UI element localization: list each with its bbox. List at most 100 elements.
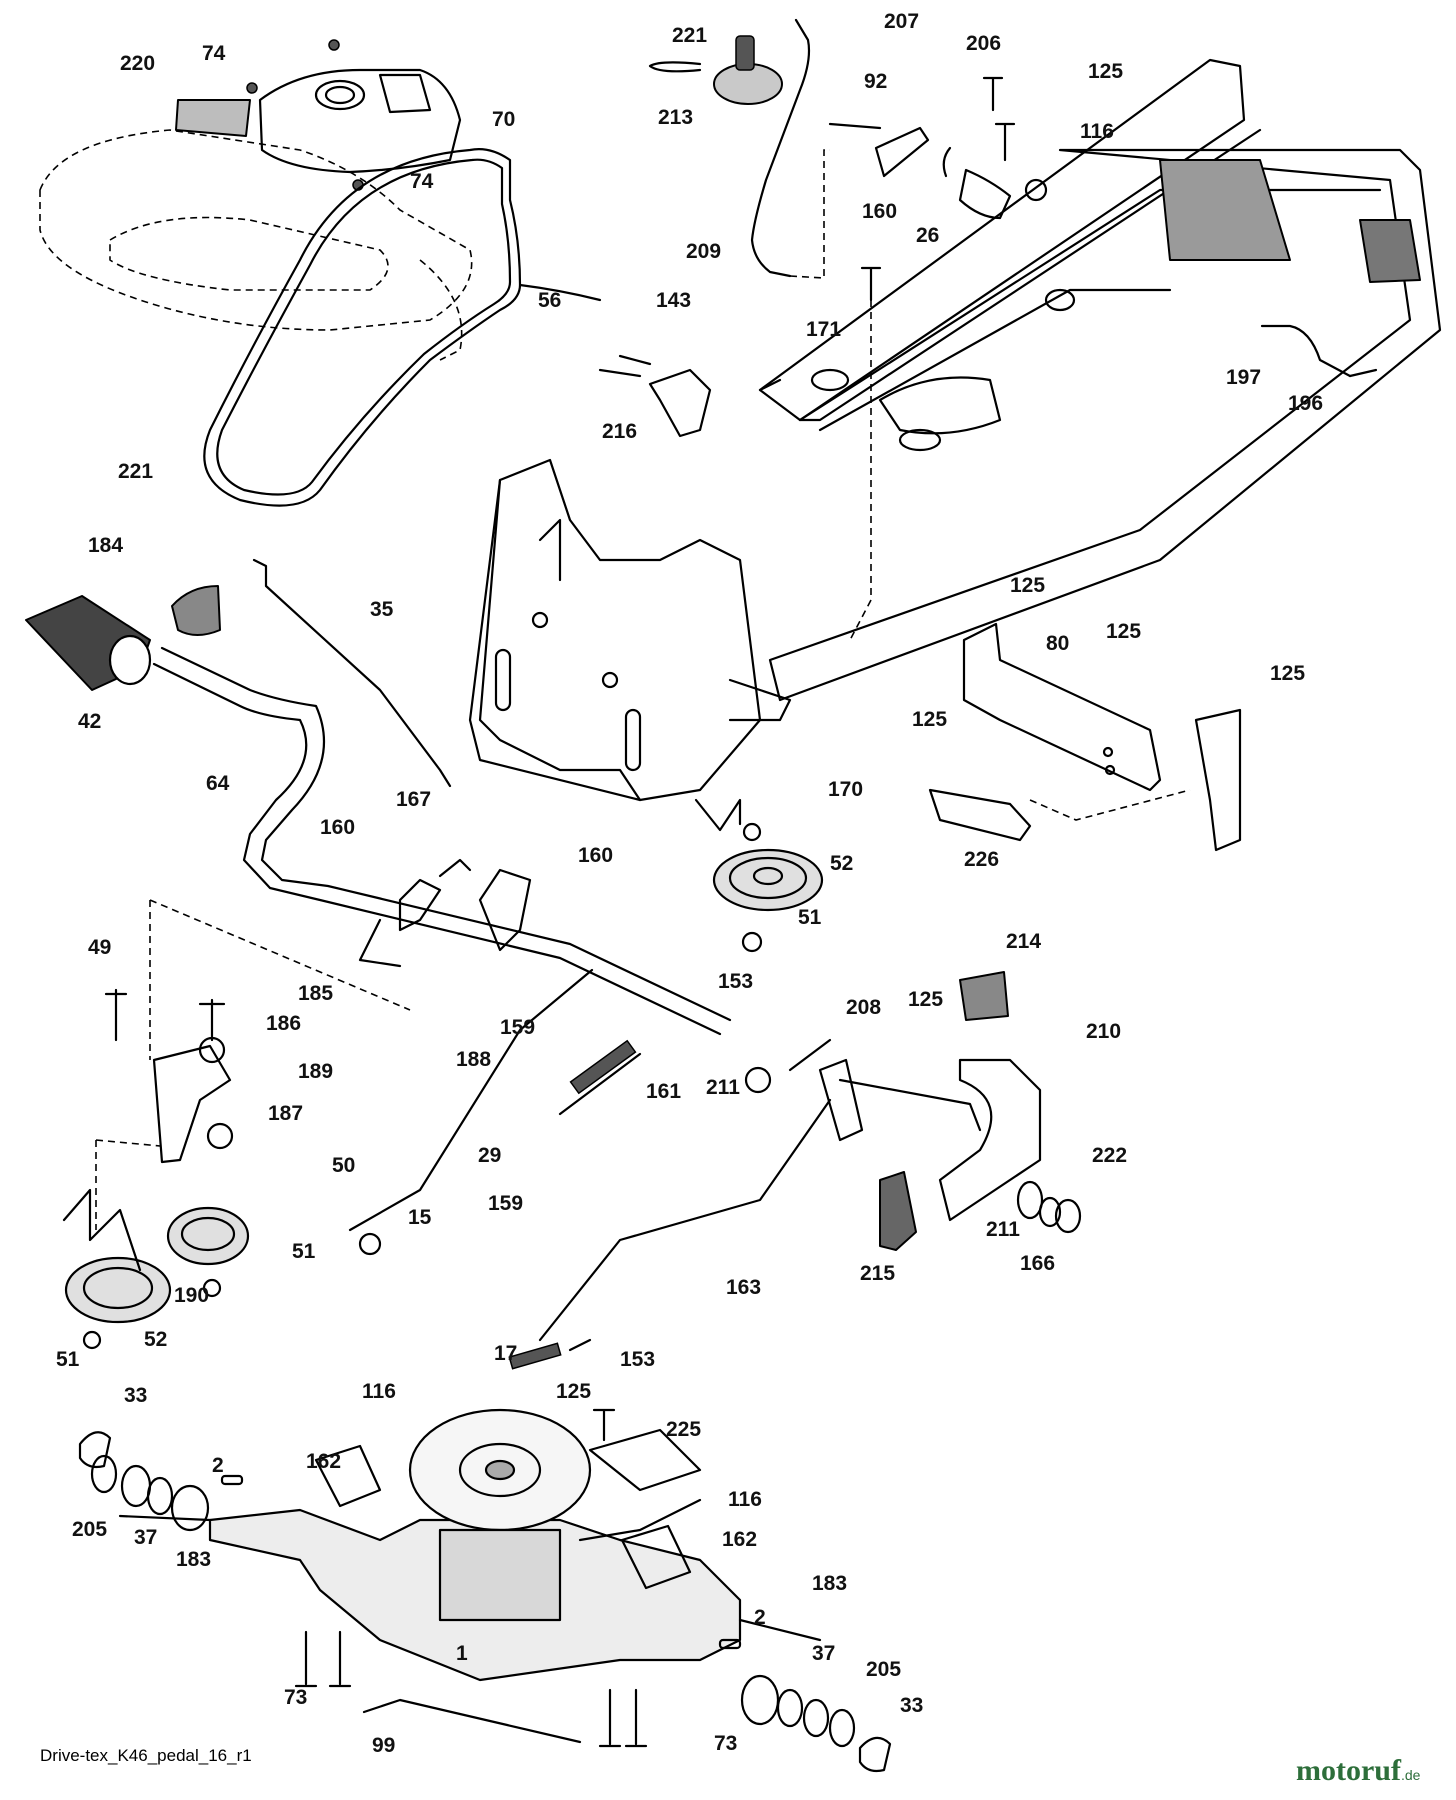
idler-arm-189 <box>104 988 234 1164</box>
callout-153: 153 <box>718 970 753 993</box>
callout-116: 116 <box>728 1488 762 1511</box>
pulley-50 <box>166 1206 250 1298</box>
callout-42: 42 <box>78 710 101 733</box>
front-plate <box>468 458 792 802</box>
callout-37: 37 <box>134 1526 157 1549</box>
callout-116: 116 <box>1080 120 1114 143</box>
callout-74: 74 <box>202 42 226 65</box>
callout-143: 143 <box>656 289 691 312</box>
callout-33: 33 <box>124 1384 147 1407</box>
bracket-80 <box>962 622 1242 852</box>
spring-170 <box>694 798 762 842</box>
callout-171: 171 <box>806 318 841 341</box>
callout-221: 221 <box>118 460 153 483</box>
callout-166: 166 <box>1020 1252 1055 1275</box>
callout-35: 35 <box>370 598 394 621</box>
pedal-clip-215 <box>879 1171 917 1251</box>
hub-parts-left <box>78 1431 244 1532</box>
callout-49: 49 <box>88 936 111 959</box>
transaxle-1 <box>118 1408 822 1682</box>
callout-190: 190 <box>174 1284 209 1307</box>
callout-26: 26 <box>916 224 939 247</box>
callout-160: 160 <box>578 844 613 867</box>
callout-56: 56 <box>538 289 561 312</box>
callout-183: 183 <box>176 1548 211 1571</box>
lever-209 <box>750 18 830 279</box>
callout-125: 125 <box>1106 620 1141 643</box>
callout-125: 125 <box>908 988 943 1011</box>
dashed-guides <box>95 899 411 1230</box>
bolt-171 <box>849 266 882 641</box>
callout-225: 225 <box>666 1418 701 1441</box>
callout-215: 215 <box>860 1262 895 1285</box>
bracket-167 <box>358 858 532 968</box>
bolts-125-top <box>982 76 1016 162</box>
callout-17: 17 <box>494 1342 517 1365</box>
callout-188: 188 <box>456 1048 491 1071</box>
bracket-208 <box>744 1038 864 1142</box>
mount-162-left <box>314 1444 382 1508</box>
pad-214 <box>959 971 1009 1021</box>
callout-116: 116 <box>362 1380 396 1403</box>
hairpin-221 <box>648 61 702 73</box>
callout-125: 125 <box>1088 60 1123 83</box>
rod-163 <box>538 1098 832 1342</box>
callout-1: 1 <box>456 1642 468 1665</box>
callout-70: 70 <box>492 108 515 131</box>
chassis-frame <box>758 58 1442 702</box>
mount-162-right <box>620 1524 692 1590</box>
cap-184 <box>171 585 221 636</box>
callout-2: 2 <box>212 1454 224 1477</box>
pedal-210 <box>838 1058 1042 1222</box>
callout-205: 205 <box>866 1658 901 1681</box>
callout-196: 196 <box>1288 392 1323 415</box>
callout-211: 211 <box>986 1218 1020 1241</box>
callout-222: 222 <box>1092 1144 1127 1167</box>
callout-51: 51 <box>56 1348 80 1371</box>
callout-73: 73 <box>284 1686 307 1709</box>
callout-125: 125 <box>556 1380 591 1403</box>
pulley-52-upper <box>712 848 824 953</box>
callout-185: 185 <box>298 982 333 1005</box>
bracket-216 <box>598 354 712 438</box>
drive-belt-56 <box>203 148 602 507</box>
washers-211-166 <box>1016 1180 1082 1234</box>
callout-51: 51 <box>798 906 822 929</box>
bolts-73 <box>294 1630 648 1748</box>
pulley-52-lower <box>64 1256 172 1350</box>
callout-214: 214 <box>1006 930 1041 953</box>
spring-190 <box>62 1188 142 1272</box>
callout-216: 216 <box>602 420 637 443</box>
callout-160: 160 <box>862 200 897 223</box>
callout-161: 161 <box>646 1080 681 1103</box>
callout-74: 74 <box>410 170 434 193</box>
callout-80: 80 <box>1046 632 1069 655</box>
callout-186: 186 <box>266 1012 301 1035</box>
callout-226: 226 <box>964 848 999 871</box>
callout-51: 51 <box>292 1240 316 1263</box>
bracket-207 <box>828 122 1048 220</box>
callout-125: 125 <box>1270 662 1305 685</box>
callout-205: 205 <box>72 1518 107 1541</box>
knob-213 <box>713 35 783 105</box>
callout-92: 92 <box>864 70 887 93</box>
callout-160: 160 <box>320 816 355 839</box>
callout-125: 125 <box>912 708 947 731</box>
callout-33: 33 <box>900 1694 923 1717</box>
callout-52: 52 <box>830 852 853 875</box>
callout-184: 184 <box>88 534 123 557</box>
callout-170: 170 <box>828 778 863 801</box>
lever-197 <box>1260 324 1378 378</box>
bracket-225 <box>588 1408 702 1492</box>
callout-162: 162 <box>306 1450 341 1473</box>
callout-189: 189 <box>298 1060 333 1083</box>
diagram-caption: Drive-tex_K46_pedal_16_r1 <box>40 1746 252 1765</box>
callout-125: 125 <box>1010 574 1045 597</box>
callout-213: 213 <box>658 106 693 129</box>
callout-159: 159 <box>500 1016 535 1039</box>
callout-159: 159 <box>488 1192 523 1215</box>
seat-pad-220 <box>175 99 251 137</box>
callout-167: 167 <box>396 788 431 811</box>
watermark-tld: .de <box>1400 1767 1421 1783</box>
